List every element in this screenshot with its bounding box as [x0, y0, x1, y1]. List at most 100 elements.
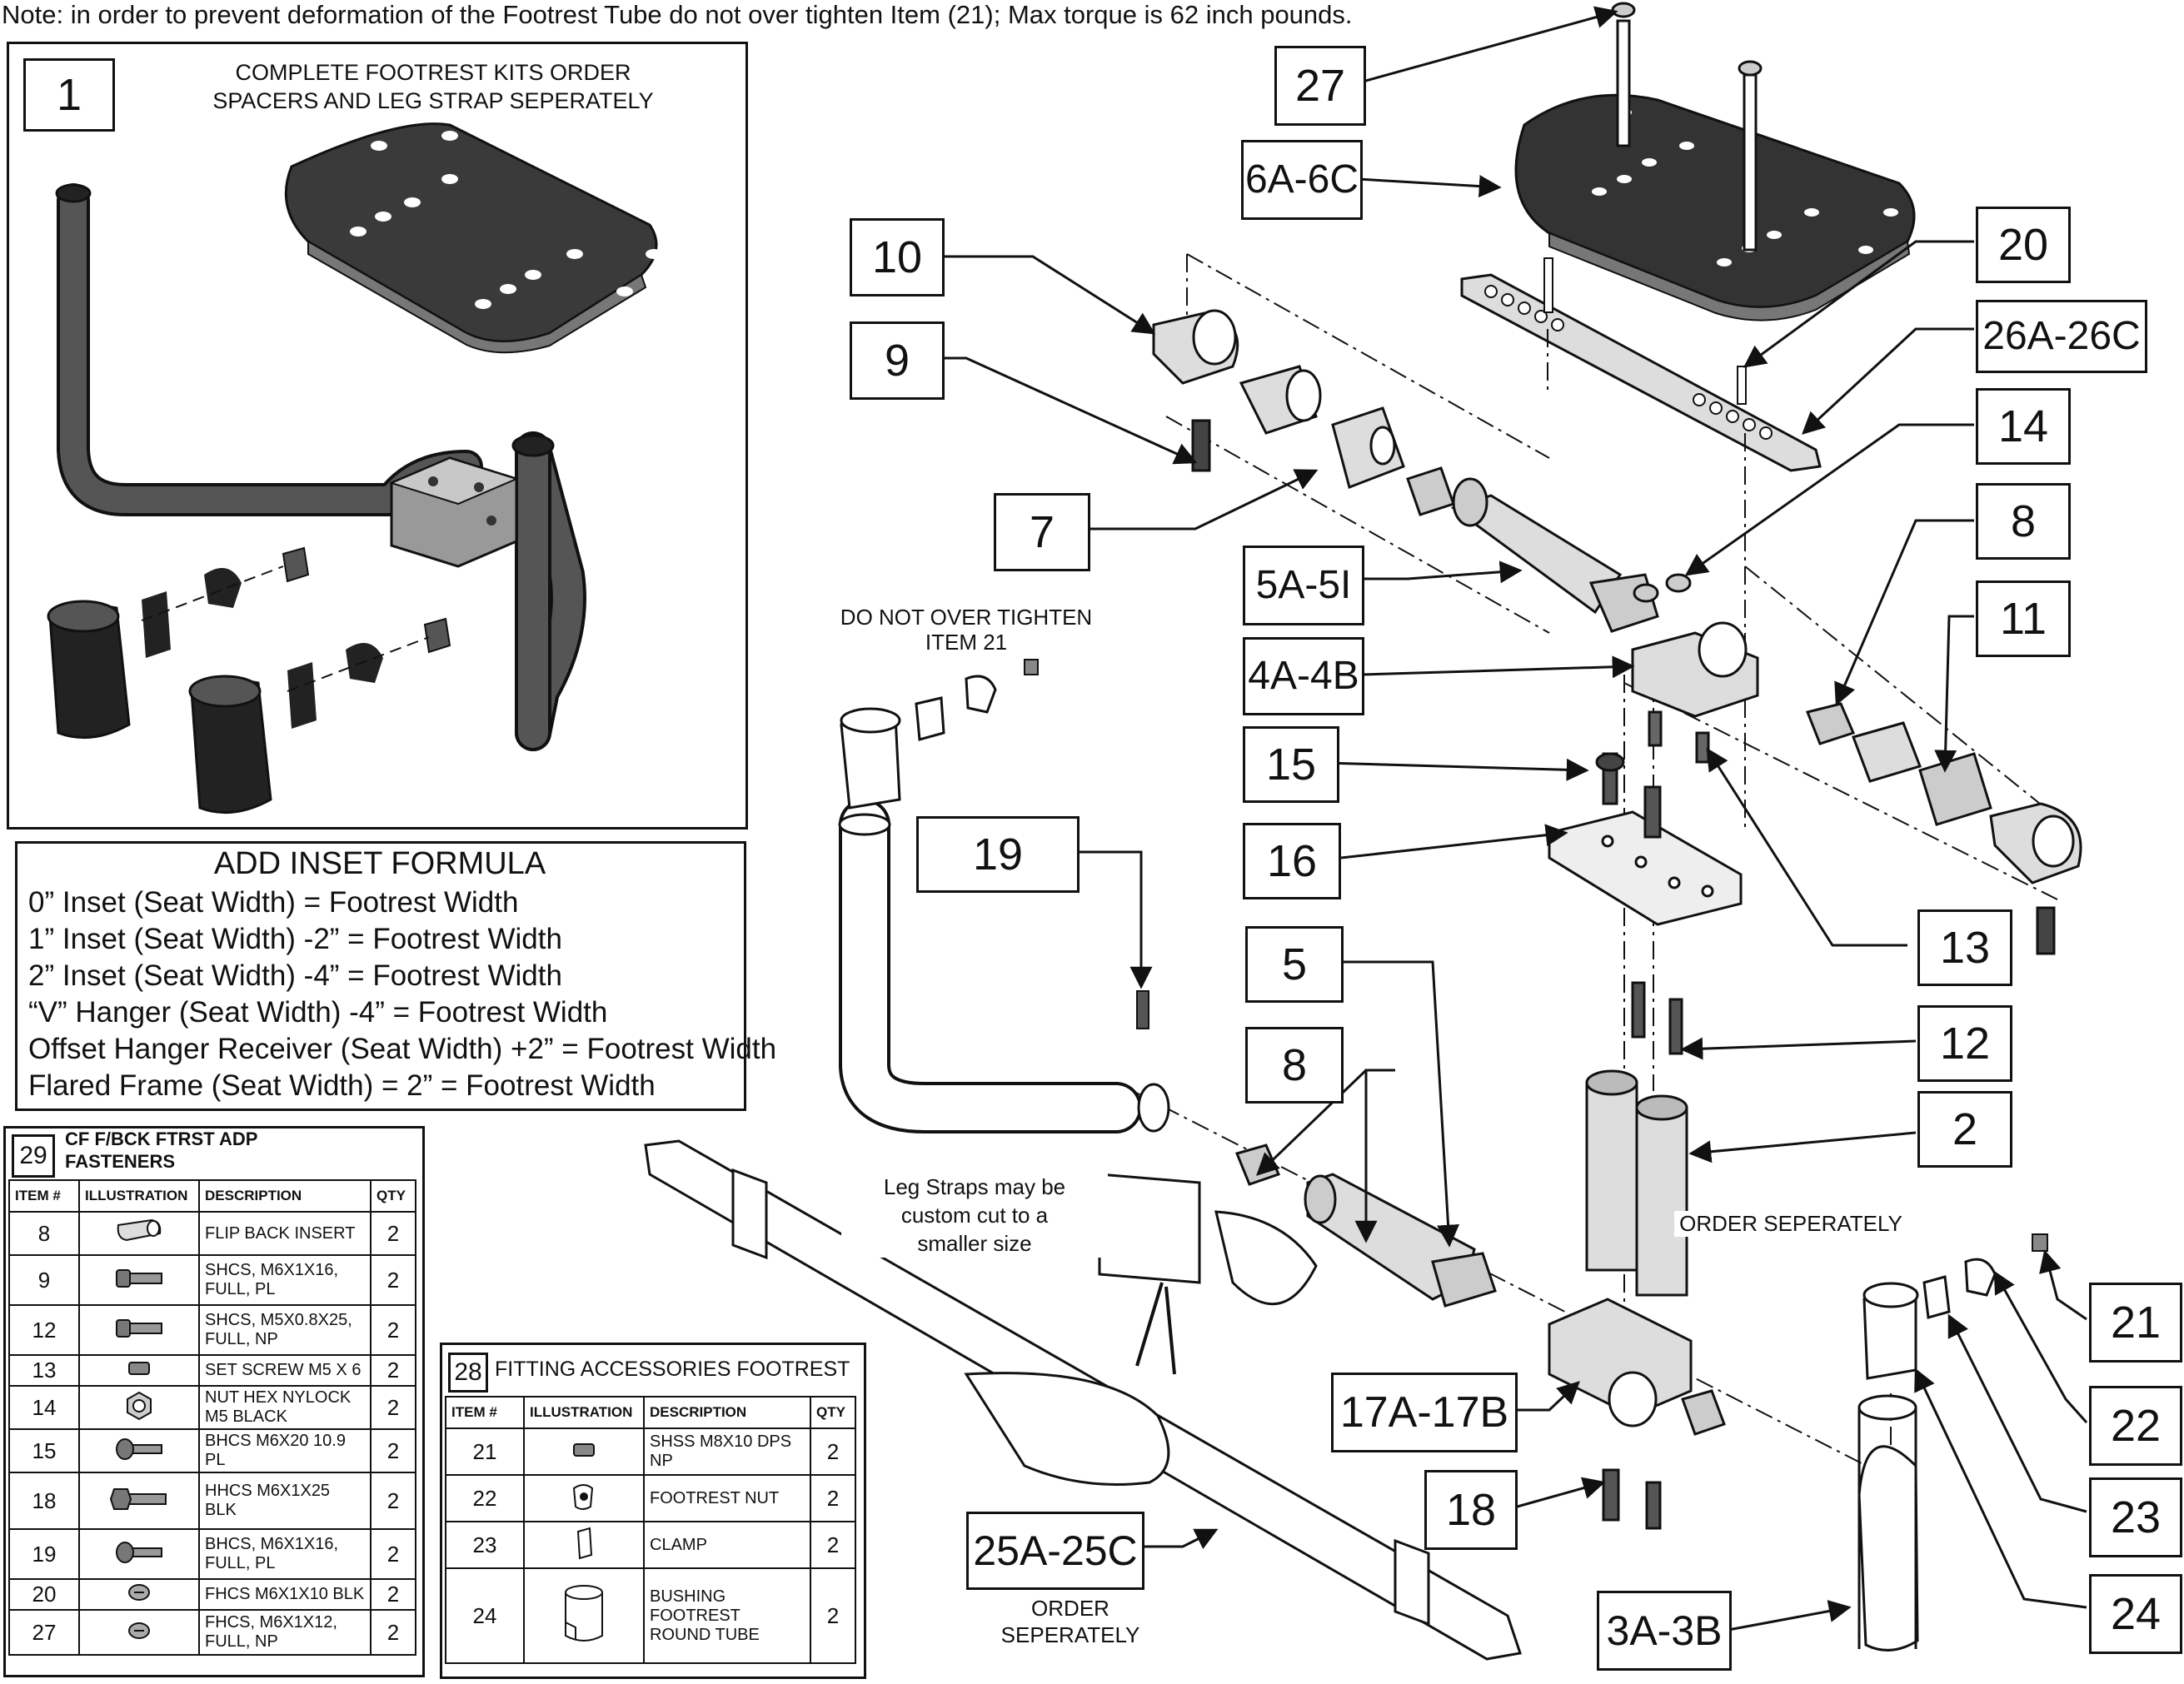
callout-label: 22	[2110, 1401, 2162, 1451]
callout-label: 26A-26C	[1982, 314, 2141, 358]
callout-label: 5	[1281, 939, 1308, 989]
qty-cell: 2	[370, 1385, 416, 1430]
callout-8-upper: 8	[1976, 483, 2071, 560]
button-head-screw-icon	[78, 1428, 200, 1473]
callout-19: 19	[916, 816, 1080, 893]
callout-22: 22	[2089, 1386, 2182, 1466]
table29-title: CF F/BCK FTRST ADP FASTENERS	[65, 1128, 257, 1173]
formula-line: 0” Inset (Seat Width) = Footrest Width	[28, 886, 519, 919]
qty-cell: 2	[370, 1254, 416, 1306]
callout-11: 11	[1976, 580, 2071, 657]
formula-line: “V” Hanger (Seat Width) -4” = Footrest W…	[28, 996, 608, 1029]
callout-label: 14	[1997, 401, 2049, 451]
callout-25a-25c: 25A-25C	[966, 1512, 1144, 1590]
callout-14: 14	[1976, 388, 2071, 465]
callout-label: 16	[1266, 836, 1318, 886]
item-number-cell: 14	[8, 1385, 80, 1430]
item-number-cell: 18	[8, 1472, 80, 1530]
flip-back-clamp-left	[1152, 309, 1455, 516]
set-screw-icon	[78, 1354, 200, 1387]
flip-back-insert-icon	[78, 1211, 200, 1256]
description-cell: SHSS M8X10 DPS NP	[643, 1427, 811, 1476]
flat-head-screw-icon	[78, 1578, 200, 1611]
formula-lines: 0” Inset (Seat Width) = Footrest Width 1…	[28, 884, 776, 1104]
leg-strap-note-line3: smaller size	[917, 1231, 1032, 1256]
callout-label: 25A-25C	[973, 1527, 1138, 1574]
qty-cell: 2	[810, 1474, 856, 1522]
callout-23: 23	[2089, 1477, 2182, 1557]
callout-label: 23	[2110, 1492, 2162, 1542]
callout-label: 27	[1294, 61, 1346, 111]
callout-label: 12	[1939, 1019, 1991, 1069]
shcs-screw-icon	[78, 1304, 200, 1356]
callout-16: 16	[1243, 823, 1341, 899]
table28-number-box: 28	[448, 1353, 488, 1393]
description-cell: FLIP BACK INSERT	[198, 1211, 371, 1256]
qty-cell: 2	[370, 1528, 416, 1580]
kit-footplate-illustration	[284, 122, 662, 354]
callout-10: 10	[850, 218, 945, 296]
callout-label: 9	[884, 336, 910, 386]
qty-cell: 2	[370, 1472, 416, 1530]
item-number-cell: 20	[8, 1578, 80, 1611]
receiver-block-4	[1631, 573, 1759, 764]
screw-27	[1611, 2, 1763, 252]
kit-tube-end	[511, 434, 555, 457]
col-header: QTY	[810, 1396, 856, 1429]
kit-caption-line2: SPACERS AND LEG STRAP SEPERATELY	[212, 88, 654, 113]
formula-line: 1” Inset (Seat Width) -2” = Footrest Wid…	[28, 923, 562, 955]
bushing-icon	[523, 1567, 645, 1664]
leader-arrows	[941, 6, 2088, 1632]
kit-bushing-illustration	[47, 546, 451, 815]
formula-line: Offset Hanger Receiver (Seat Width) +2” …	[28, 1033, 777, 1065]
callout-9: 9	[850, 321, 945, 400]
col-header: QTY	[370, 1179, 416, 1213]
callout-8-lower: 8	[1245, 1027, 1344, 1104]
callout-4a-4b: 4A-4B	[1243, 637, 1364, 715]
callout-27: 27	[1274, 46, 1366, 126]
do-not-overtighten-line1: DO NOT OVER TIGHTEN	[840, 605, 1093, 630]
pivot-tube-5a	[1450, 477, 1659, 633]
qty-cell: 2	[810, 1567, 856, 1664]
formula-line: 2” Inset (Seat Width) -4” = Footrest Wid…	[28, 959, 562, 992]
table29-title-line2: FASTENERS	[65, 1151, 176, 1172]
callout-18: 18	[1424, 1470, 1518, 1550]
kit-tube-end	[55, 183, 92, 203]
callout-15: 15	[1243, 726, 1339, 803]
callout-label: 10	[871, 232, 923, 282]
torque-note: Note: in order to prevent deformation of…	[2, 0, 1353, 29]
order-line1: ORDER	[1031, 1596, 1109, 1621]
qty-cell: 2	[370, 1304, 416, 1356]
description-cell: BHCS M6X20 10.9 PL	[198, 1428, 371, 1473]
callout-3a-3b: 3A-3B	[1597, 1591, 1732, 1671]
callout-label: 8	[1281, 1040, 1308, 1090]
description-cell: HHCS M6X1X25 BLK	[198, 1472, 371, 1530]
bracket-26	[1460, 257, 1822, 472]
callout-6a-6c: 6A-6C	[1241, 140, 1363, 220]
hex-head-screw-icon	[78, 1472, 200, 1530]
spacer-posts-2	[1585, 1069, 1688, 1297]
description-cell: FHCS, M6X1X12, FULL, NP	[198, 1609, 371, 1656]
callout-label: 2	[1952, 1104, 1978, 1154]
kit-number: 1	[56, 70, 82, 120]
flat-head-screw-icon	[78, 1609, 200, 1656]
order-line2: SEPERATELY	[1000, 1622, 1140, 1647]
description-cell: SHCS, M5X0.8X25, FULL, NP	[198, 1304, 371, 1356]
callout-12: 12	[1917, 1005, 2012, 1082]
leg-strap-note: Leg Straps may be custom cut to a smalle…	[841, 1173, 1108, 1258]
col-header: DESCRIPTION	[643, 1396, 811, 1429]
clamp-icon	[523, 1521, 645, 1569]
footplate-part	[1514, 93, 1916, 321]
set-screw-icon	[523, 1427, 645, 1476]
description-cell: SET SCREW M5 X 6	[198, 1354, 371, 1387]
description-cell: CLAMP	[643, 1521, 811, 1569]
